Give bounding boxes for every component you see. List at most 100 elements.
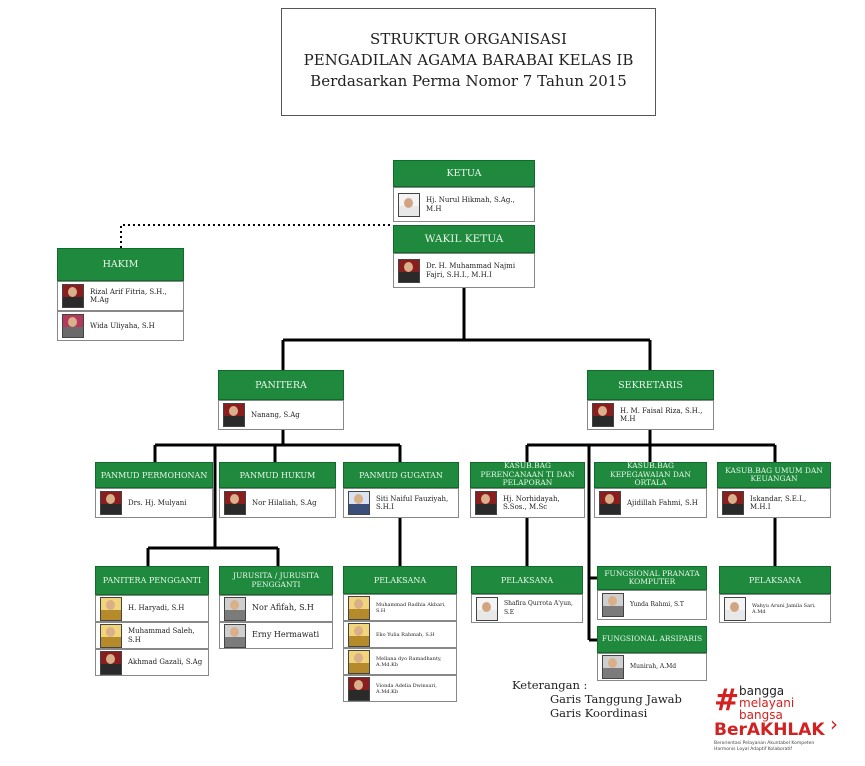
- person-name: H. M. Faisal Riza, S.H., M.H: [620, 406, 703, 424]
- unit-panmud-hukum: PANMUD HUKUM Nor Hilaliah, S.Ag: [219, 462, 336, 518]
- responsibility-lines: [146, 287, 777, 642]
- person-photo: [475, 491, 497, 515]
- unit-header: PELAKSANA: [343, 566, 457, 594]
- unit-pelaksana-umum: PELAKSANA Wahyu Aruni Jamila Sari, A.Md: [719, 566, 831, 623]
- person-card: Nor Hilaliah, S.Ag: [219, 488, 336, 518]
- unit-header: PANMUD HUKUM: [219, 462, 336, 488]
- person-card: Dr. H. Muhammad Najmi Fajri, S.H.I., M.H…: [393, 253, 535, 288]
- person-card: Nor Afifah, S.H: [219, 595, 333, 622]
- person-card: Erny Hermawati: [219, 622, 333, 649]
- person-name: Munirah, A.Md: [630, 662, 677, 670]
- person-photo: [398, 258, 420, 283]
- legend-solid-line: Garis Tanggung Jawab: [550, 692, 682, 706]
- person-name: Erny Hermawati: [252, 630, 320, 640]
- person-card: Munirah, A.Md: [597, 653, 707, 681]
- unit-wakil-ketua: WAKIL KETUA Dr. H. Muhammad Najmi Fajri,…: [393, 225, 535, 288]
- person-card: Iskandar, S.E.I., M.H.I: [717, 488, 831, 518]
- person-name: H. Haryadi, S.H: [128, 604, 185, 613]
- person-name: Mellana dyo Ramadhanty, A.Md.Kb: [376, 655, 442, 668]
- person-name: Vionda Adelia Dwinsari, A.Md.Kb: [376, 682, 437, 695]
- unit-ketua: KETUA Hj. Nurul Hikmah, S.Ag., M.H: [393, 160, 535, 222]
- unit-kasubbag-umum: KASUB.BAG UMUM DAN KEUANGAN Iskandar, S.…: [717, 462, 831, 518]
- logo-word-bangga: bangga: [739, 684, 785, 698]
- person-card: Nanang, S.Ag: [218, 400, 344, 430]
- logo-tagline: Berorientasi Pelayanan Akuntabel Kompete…: [714, 741, 815, 752]
- person-name: Iskandar, S.E.I., M.H.I: [750, 494, 807, 512]
- unit-header: PELAKSANA: [719, 566, 831, 594]
- title-line-3: Berdasarkan Perma Nomor 7 Tahun 2015: [310, 72, 627, 90]
- person-card: Siti Naiful Fauziyah, S.H.I: [343, 488, 459, 518]
- legend-dotted-line: Garis Koordinasi: [550, 706, 648, 720]
- person-name: Hj. Nurul Hikmah, S.Ag., M.H: [426, 196, 515, 213]
- person-name: Rizal Arif Fitria, S.H., M.Ag: [90, 287, 167, 305]
- person-photo: [592, 403, 614, 427]
- person-photo: [224, 596, 246, 621]
- person-card: Muhammad Radhia Akbari, S.H: [343, 594, 457, 621]
- person-photo: [398, 192, 420, 217]
- person-name: Siti Naiful Fauziyah, S.H.I: [376, 494, 449, 512]
- unit-panitera-pengganti: PANITERA PENGGANTI H. Haryadi, S.H Muham…: [95, 566, 209, 676]
- logo-word-bangsa: bangsa: [739, 708, 783, 722]
- unit-header: PELAKSANA: [471, 566, 583, 594]
- person-photo: [348, 649, 370, 674]
- person-name: Nor Hilaliah, S.Ag: [252, 498, 317, 507]
- person-photo: [62, 284, 84, 308]
- person-card: Yunda Rahmi, S.T: [597, 590, 707, 620]
- logo-brand: BerAKHLAK: [714, 720, 825, 740]
- person-card: Vionda Adelia Dwinsari, A.Md.Kb: [343, 675, 457, 702]
- unit-jurusita: JURUSITA / JURUSITA PENGGANTI Nor Afifah…: [219, 566, 333, 649]
- person-card: Eko Yulia Rahmah, S.H: [343, 621, 457, 648]
- chevron-right-icon: ›: [830, 712, 838, 736]
- person-name: Akhmad Gazali, S.Ag: [128, 658, 203, 667]
- unit-header: SEKRETARIS: [587, 370, 714, 400]
- person-photo: [724, 596, 746, 621]
- person-card: Akhmad Gazali, S.Ag: [95, 649, 209, 676]
- person-photo: [722, 491, 744, 515]
- berakhlak-logo: # bangga melayani bangsa › BerAKHLAK Ber…: [712, 684, 852, 760]
- unit-header: KASUB.BAG PERENCANAAN TI DAN PELAPORAN: [470, 462, 585, 488]
- unit-panitera: PANITERA Nanang, S.Ag: [218, 370, 344, 430]
- unit-panmud-permohonan: PANMUD PERMOHONAN Drs. Hj. Mulyani: [95, 462, 213, 518]
- person-card: Wida Uliyaha, S.H: [57, 311, 184, 341]
- title-line-1: STRUKTUR ORGANISASI: [370, 30, 567, 48]
- person-photo: [602, 655, 624, 679]
- coordination-line: [120, 224, 393, 248]
- legend-title: Keterangan :: [512, 678, 588, 692]
- person-photo: [348, 491, 370, 515]
- unit-header: PANMUD PERMOHONAN: [95, 462, 213, 488]
- unit-kasubbag-perencanaan: KASUB.BAG PERENCANAAN TI DAN PELAPORAN H…: [470, 462, 585, 518]
- unit-hakim: HAKIM Rizal Arif Fitria, S.H., M.Ag Wida…: [57, 248, 184, 341]
- person-photo: [476, 596, 498, 621]
- person-card: Wahyu Aruni Jamila Sari, A.Md: [719, 594, 831, 623]
- title-line-2: PENGADILAN AGAMA BARABAI KELAS IB: [303, 51, 634, 69]
- person-photo: [348, 595, 370, 620]
- person-photo: [224, 491, 246, 515]
- unit-header: PANITERA: [218, 370, 344, 400]
- person-photo: [599, 491, 621, 515]
- person-name: Ajidillah Fahmi, S.H: [627, 498, 698, 507]
- unit-sekretaris: SEKRETARIS H. M. Faisal Riza, S.H., M.H: [587, 370, 714, 430]
- person-name: Nor Afifah, S.H: [252, 603, 314, 613]
- unit-pelaksana-perencanaan: PELAKSANA Shafira Qurrota A'yun, S.E: [471, 566, 583, 623]
- unit-header: FUNGSIONAL ARSIPARIS: [597, 626, 707, 653]
- unit-panmud-gugatan: PANMUD GUGATAN Siti Naiful Fauziyah, S.H…: [343, 462, 459, 518]
- unit-fungsional-pranata-komputer: FUNGSIONAL PRANATA KOMPUTER Yunda Rahmi,…: [597, 566, 707, 620]
- unit-header: WAKIL KETUA: [393, 225, 535, 253]
- person-name: Wida Uliyaha, S.H: [90, 321, 155, 330]
- person-name: Muhammad Radhia Akbari, S.H: [376, 601, 446, 614]
- title-box: STRUKTUR ORGANISASI PENGADILAN AGAMA BAR…: [281, 8, 656, 116]
- person-photo: [100, 623, 122, 648]
- person-card: Hj. Nurul Hikmah, S.Ag., M.H: [393, 187, 535, 222]
- person-photo: [100, 491, 122, 515]
- person-name: Wahyu Aruni Jamila Sari, A.Md: [752, 602, 816, 615]
- unit-header: KETUA: [393, 160, 535, 187]
- person-card: Ajidillah Fahmi, S.H: [594, 488, 707, 518]
- person-photo: [100, 596, 122, 621]
- person-photo: [348, 622, 370, 647]
- person-name: Eko Yulia Rahmah, S.H: [376, 631, 435, 638]
- person-card: H. Haryadi, S.H: [95, 595, 209, 622]
- person-card: Shafira Qurrota A'yun, S.E: [471, 594, 583, 623]
- person-card: Mellana dyo Ramadhanty, A.Md.Kb: [343, 648, 457, 675]
- unit-header: HAKIM: [57, 248, 184, 281]
